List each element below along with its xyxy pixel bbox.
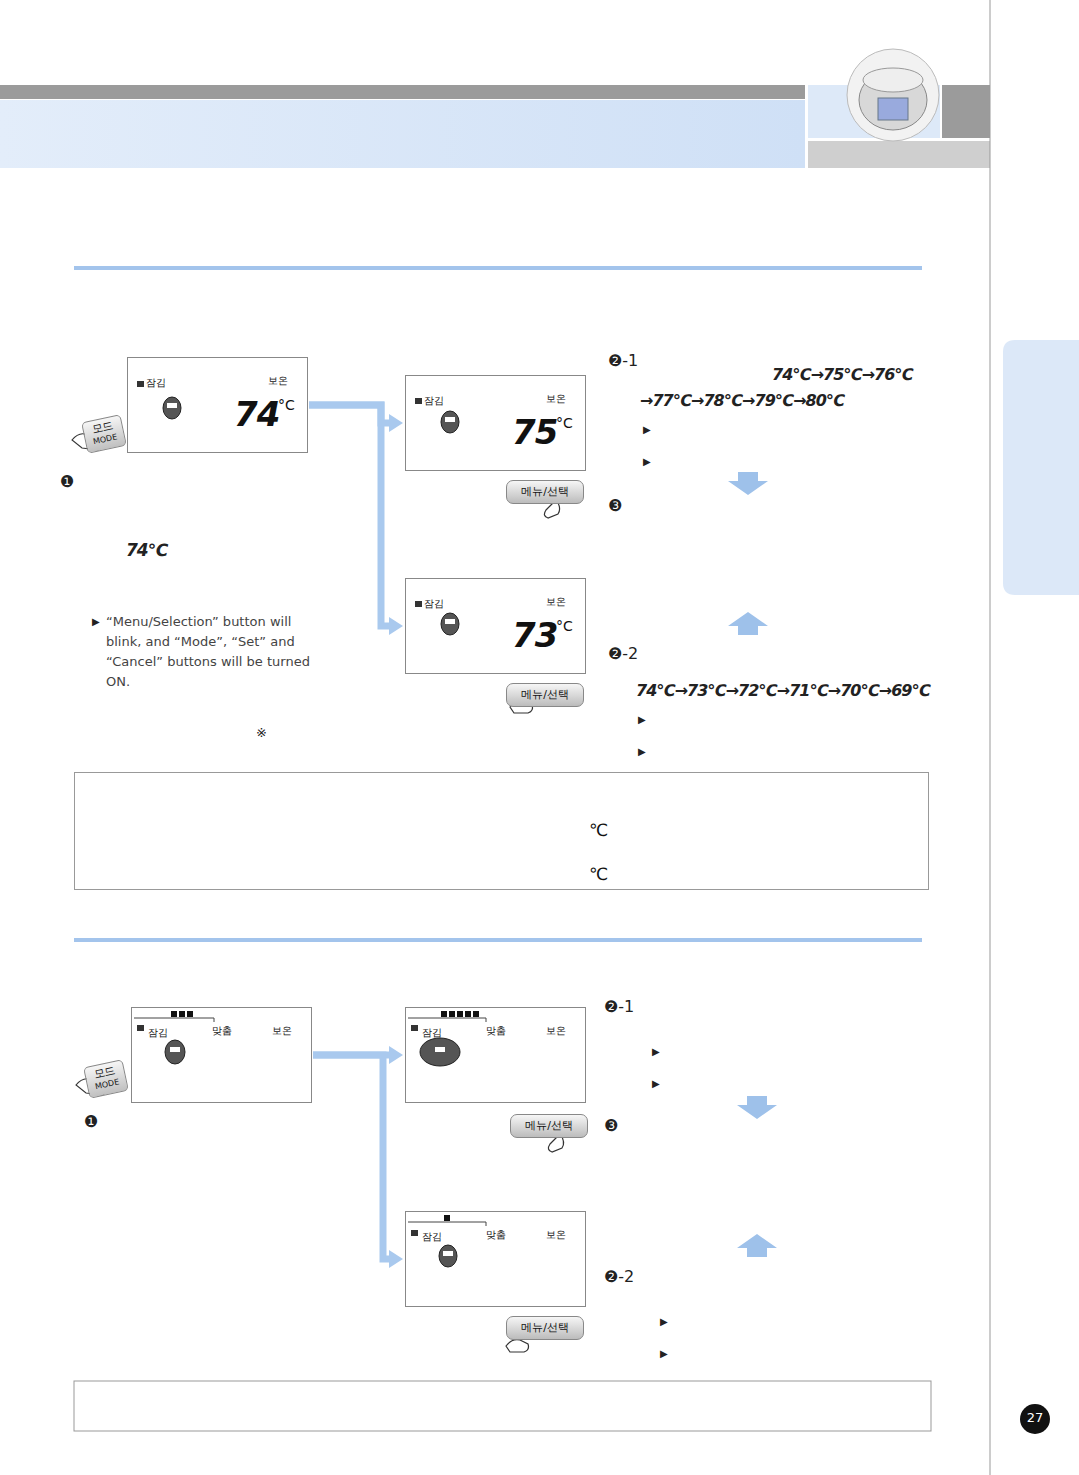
node-text: °C (278, 398, 295, 413)
bullet-mark: ▶ (643, 456, 651, 467)
bullet-mark: ▶ (638, 714, 646, 725)
node-text: 잠김 (422, 1027, 442, 1038)
lcd-panel: 잠김 보온 75°C (405, 375, 586, 471)
step-label: ❶ (60, 473, 74, 491)
lcd-panel: 잠김 맞춤 보온 (405, 1007, 586, 1103)
node-text: °C (556, 619, 573, 634)
temperature-sequence: 74℃ (126, 541, 167, 560)
lcd-panel: 잠김 맞춤 보온 (405, 1211, 586, 1307)
node-text: 맞춤 (486, 1229, 506, 1240)
bullet-mark: ▶ (643, 424, 651, 435)
lcd-panel: 잠김 보온 73°C (405, 578, 586, 674)
note-box: ℃℃ (74, 772, 929, 890)
node-text: 보온 (546, 393, 566, 404)
temperature-sequence: 74℃→75℃→76℃ (772, 366, 913, 384)
node-text: 73 (512, 617, 557, 654)
bullet-mark: ▶ (660, 1316, 668, 1327)
node-text: 보온 (546, 1229, 566, 1240)
step-label: ❷-1 (604, 998, 634, 1016)
node-text: 맞춤 (212, 1025, 232, 1036)
node-text: 메뉴/선택 (507, 1322, 583, 1334)
menu-button: 메뉴/선택 (506, 1316, 584, 1340)
page-number: 27 (1020, 1404, 1050, 1434)
node-text: ℃ (589, 865, 608, 884)
step-label: ❷-1 (608, 352, 638, 370)
step-label: ※ (256, 726, 267, 740)
step-label: ❶ (84, 1113, 98, 1131)
node-text: 잠김 (422, 1231, 442, 1242)
node-text: 보온 (546, 596, 566, 607)
node-text: 메뉴/선택 (511, 1120, 587, 1132)
step-label: ❸ (608, 497, 622, 515)
node-text: 잠김 (424, 395, 444, 406)
bullet-mark: ▶ (652, 1078, 660, 1089)
node-text: 75 (512, 414, 557, 451)
node-text: 잠김 (148, 1027, 168, 1038)
node-text: 메뉴/선택 (507, 486, 583, 498)
menu-button: 메뉴/선택 (506, 480, 584, 504)
node-text: °C (556, 416, 573, 431)
node-text: 메뉴/선택 (507, 689, 583, 701)
flow-bracket (309, 405, 403, 432)
node-text: 보온 (546, 1025, 566, 1036)
menu-button: 메뉴/선택 (506, 683, 584, 707)
node-text: 보온 (268, 375, 288, 386)
flow-bracket (313, 1055, 403, 1268)
node-text: 잠김 (424, 598, 444, 609)
step-label: ❷-2 (604, 1268, 634, 1286)
node-text: ℃ (589, 821, 608, 840)
node-text: 맞춤 (486, 1025, 506, 1036)
menu-button: 메뉴/선택 (510, 1114, 588, 1138)
bullet-mark: ▶ (660, 1348, 668, 1359)
mode-button: 모드MODE (81, 414, 127, 454)
bullet-mark: ▶ (638, 746, 646, 757)
lcd-panel: 잠김 맞춤 보온 (131, 1007, 312, 1103)
node-text: 27 (1020, 1411, 1050, 1425)
step-label: ❸ (604, 1117, 618, 1135)
node-text: 74 (234, 396, 279, 433)
temperature-sequence: 74℃→73℃→72℃→71℃→70℃→69℃ (636, 682, 930, 700)
temperature-sequence: →77℃→78℃→79℃→80℃ (640, 392, 844, 410)
flow-bracket (309, 405, 403, 635)
node-text: 보온 (272, 1025, 292, 1036)
lcd-panel: 잠김 보온 74°C (127, 357, 308, 453)
bullet-mark: ▶ (92, 616, 100, 627)
node-text: 잠김 (146, 377, 166, 388)
note-text: “Menu/Selection” button will blink, and … (106, 612, 328, 692)
step-label: ❷-2 (608, 645, 638, 663)
mode-button: 모드MODE (83, 1059, 129, 1099)
bullet-mark: ▶ (652, 1046, 660, 1057)
